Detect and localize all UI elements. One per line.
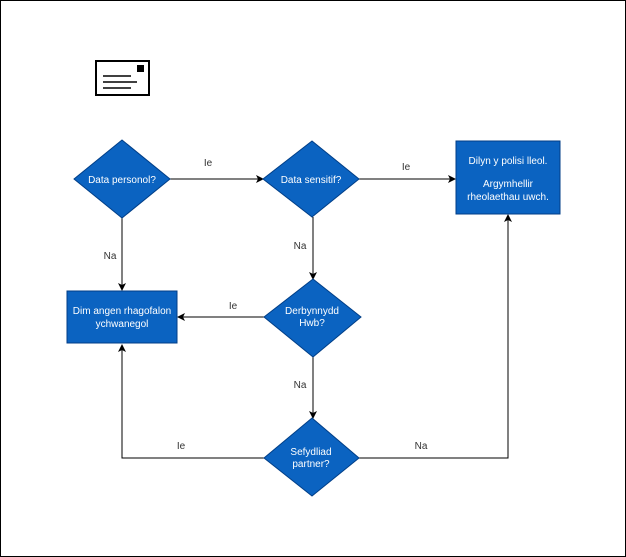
- edge-label-partner-to-policy: Na: [415, 441, 428, 452]
- decision-personal-data: Data personol?: [73, 139, 171, 219]
- decision-hwb-recipient: Derbynnydd Hwb?: [263, 278, 362, 358]
- edges: [118, 175, 512, 459]
- edge-label-hwb-to-none: Ie: [229, 301, 238, 312]
- decision-partner-org: Sefydliad partner?: [263, 417, 360, 497]
- decision-partner-org-label-line1: Sefydliad: [290, 447, 331, 458]
- edge-partner-to-none: [118, 344, 264, 459]
- decision-sensitive-data-label: Data sensitif?: [281, 175, 342, 186]
- envelope-icon: [95, 60, 150, 96]
- process-follow-local-policy: Dilyn y polisi lleol. Argymhellir rheola…: [455, 140, 561, 215]
- edge-label-partner-to-none: Ie: [177, 441, 186, 452]
- decision-hwb-recipient-label-line1: Derbynnydd: [285, 306, 339, 317]
- decision-sensitive-data: Data sensitif?: [262, 140, 360, 218]
- edge-partner-to-policy: [359, 214, 512, 459]
- edge-labels: Ie Ie Na Na Ie Na Ie Na: [99, 155, 432, 452]
- process-follow-policy-label-line2: Argymhellir: [483, 179, 534, 190]
- process-no-further-precautions: Dim angen rhagofalon ychwanegol: [66, 290, 178, 344]
- edge-label-sensitive-to-hwb: Na: [294, 241, 307, 252]
- process-follow-policy-label-line3: rheolaethau uwch.: [467, 192, 549, 203]
- edge-label-personal-to-sensitive: Ie: [204, 158, 213, 169]
- process-no-further-label-line2: ychwanegol: [96, 319, 149, 330]
- process-follow-policy-label-line1: Dilyn y polisi lleol.: [469, 156, 548, 167]
- edge-label-personal-to-none: Na: [104, 251, 117, 262]
- edge-label-sensitive-to-policy: Ie: [402, 162, 411, 173]
- process-no-further-label-line1: Dim angen rhagofalon: [73, 306, 171, 317]
- edge-label-hwb-to-partner: Na: [294, 380, 307, 391]
- decision-hwb-recipient-label-line2: Hwb?: [299, 318, 325, 329]
- decision-partner-org-label-line2: partner?: [292, 459, 330, 470]
- decision-personal-data-label: Data personol?: [88, 175, 156, 186]
